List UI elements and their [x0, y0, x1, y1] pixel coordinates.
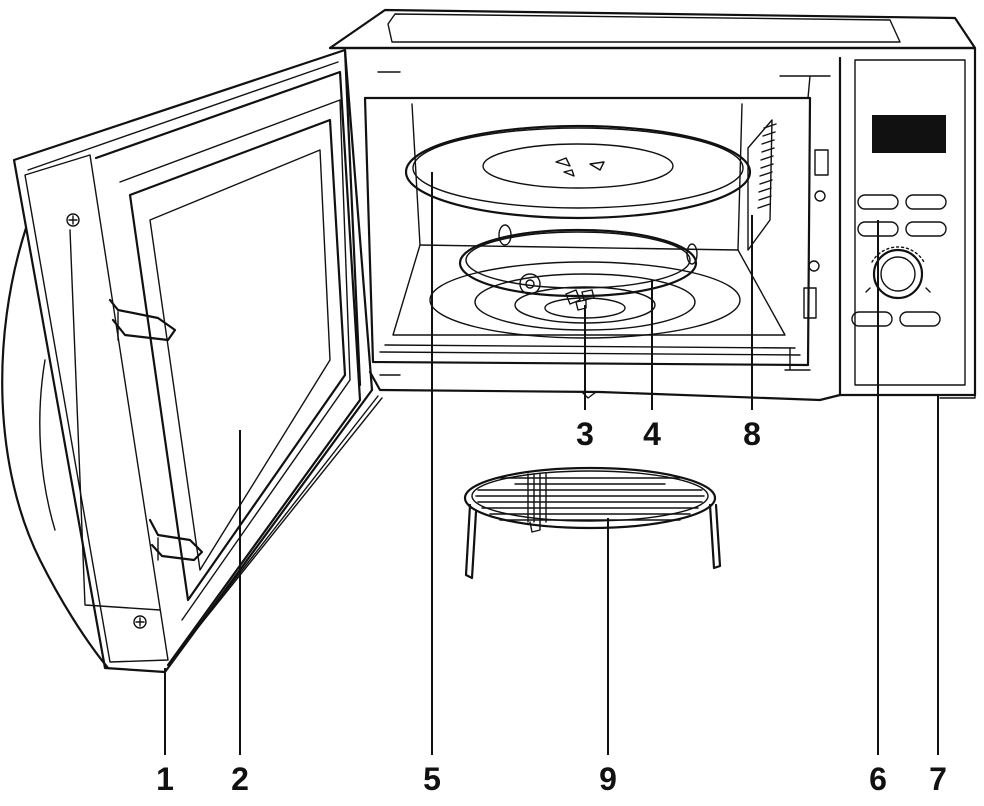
glass-turntable	[404, 124, 752, 220]
panel-button[interactable]	[857, 194, 899, 210]
callout-8: 8	[743, 416, 761, 452]
grill-rack	[463, 466, 722, 580]
callout-labels: 1 2 3 4 5 6 7 8 9	[156, 416, 947, 797]
turntable-coupler	[565, 289, 595, 311]
callout-2: 2	[231, 761, 249, 797]
callout-4: 4	[643, 416, 661, 452]
door	[1, 48, 383, 674]
microwave-body	[328, 8, 977, 402]
door-latch-hooks	[108, 298, 204, 562]
panel-button[interactable]	[899, 311, 941, 327]
panel-button[interactable]	[851, 311, 893, 327]
display-screen	[872, 115, 946, 153]
callout-9: 9	[599, 761, 617, 797]
leader-lines	[164, 172, 939, 755]
rack-grid	[475, 473, 705, 523]
panel-button[interactable]	[905, 194, 947, 210]
vent-grille	[757, 123, 777, 209]
control-panel	[851, 59, 966, 386]
panel-button[interactable]	[905, 221, 947, 237]
callout-5: 5	[423, 761, 441, 797]
control-knob[interactable]	[872, 248, 924, 300]
callout-3: 3	[576, 416, 594, 452]
callout-7: 7	[929, 761, 947, 797]
callout-6: 6	[869, 761, 887, 797]
callout-1: 1	[156, 761, 174, 797]
